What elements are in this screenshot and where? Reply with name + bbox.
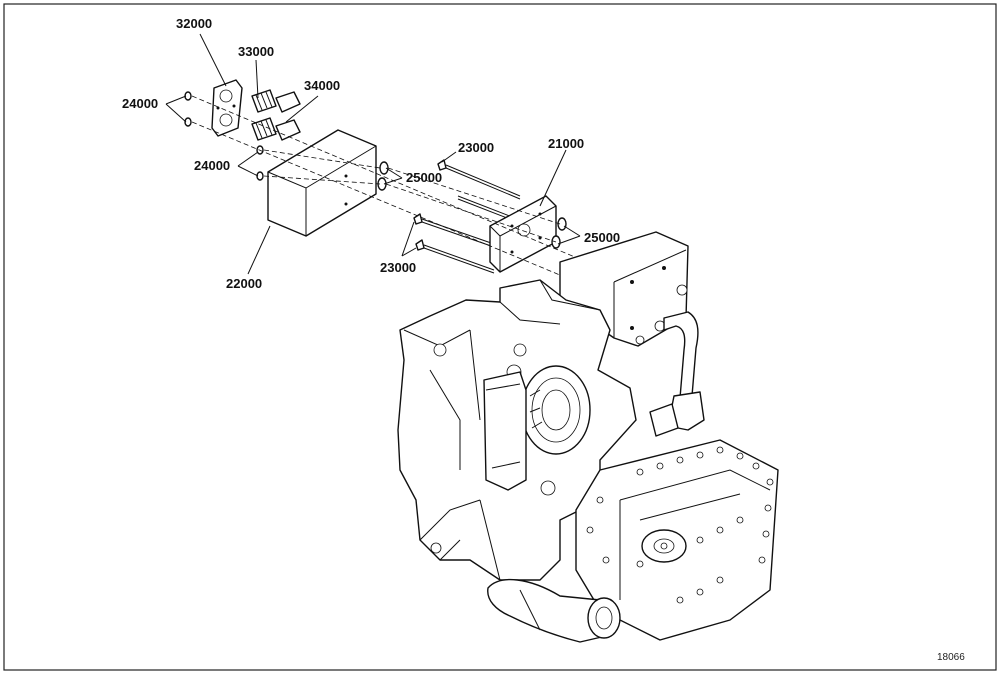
assembly-axes bbox=[191, 95, 621, 301]
bolt-23000-top bbox=[437, 159, 521, 200]
callout-32000: 32000 bbox=[176, 16, 212, 31]
mounting-plate-21000 bbox=[489, 195, 557, 273]
diagram-border bbox=[3, 3, 997, 671]
callout-24000-top: 24000 bbox=[122, 96, 158, 111]
leader-lines bbox=[165, 33, 581, 275]
callout-33000: 33000 bbox=[238, 44, 274, 59]
side-bracket bbox=[483, 371, 527, 491]
cover-bolts bbox=[586, 446, 774, 604]
callout-25000-right: 25000 bbox=[584, 230, 620, 245]
figure-number: 18066 bbox=[937, 652, 965, 663]
gasket-plate-32000 bbox=[211, 79, 243, 137]
callout-22000: 22000 bbox=[226, 276, 262, 291]
callout-25000-left: 25000 bbox=[406, 170, 442, 185]
orings-25000-left bbox=[377, 161, 389, 191]
fitting-34000-lower bbox=[251, 117, 301, 141]
callout-labels: 32000 33000 34000 24000 24000 23000 2100… bbox=[122, 16, 620, 291]
screws-24000-top bbox=[184, 91, 192, 127]
housing-block-22000 bbox=[267, 129, 377, 237]
cover-port-cap bbox=[641, 529, 687, 563]
callout-34000: 34000 bbox=[304, 78, 340, 93]
fitting-33000-upper bbox=[251, 89, 301, 113]
callout-23000-bottom: 23000 bbox=[380, 260, 416, 275]
output-flange bbox=[521, 365, 591, 455]
bottom-elbow-pipe bbox=[487, 578, 621, 643]
screws-24000-mid bbox=[256, 145, 264, 181]
callout-24000-mid: 24000 bbox=[194, 158, 230, 173]
callout-23000-top: 23000 bbox=[458, 140, 494, 155]
callout-21000: 21000 bbox=[548, 136, 584, 151]
hydraulic-tube bbox=[649, 311, 705, 437]
transmission-assembly bbox=[397, 231, 779, 643]
